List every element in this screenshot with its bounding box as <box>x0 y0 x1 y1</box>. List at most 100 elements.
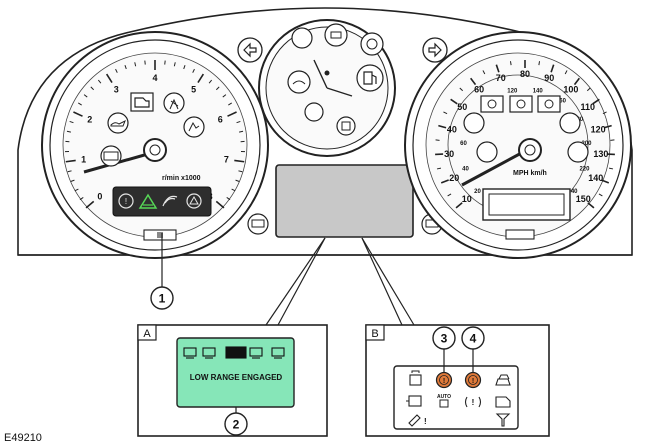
panel-b-label-box <box>365 324 385 341</box>
speedometer-mph-label: 30 <box>444 149 454 159</box>
tachometer-tick <box>227 111 237 117</box>
speedometer-tick-minor <box>482 70 486 75</box>
svg-text:AUTO: AUTO <box>437 394 451 400</box>
panel-b-letter: B <box>371 328 378 340</box>
tachometer-tick-minor <box>74 188 79 192</box>
washer-icon: ! <box>408 414 427 427</box>
svg-text:!: ! <box>424 417 427 426</box>
speedometer-kmh-label: 160 <box>556 98 567 104</box>
svg-text:3: 3 <box>441 332 448 346</box>
engine-warning-icon <box>130 92 154 112</box>
speedometer-tick <box>573 77 580 86</box>
speedometer-mph-label: 140 <box>588 173 603 183</box>
ice-icon <box>495 374 511 386</box>
trip-reset-button <box>505 229 535 240</box>
tachometer-ticks <box>65 60 245 209</box>
tachometer-tick <box>73 111 83 117</box>
speedometer-mph-label: 10 <box>462 194 472 204</box>
speedometer-tick <box>455 202 463 209</box>
tachometer-tick-minor <box>83 94 88 98</box>
speedometer-kmh-label: 140 <box>533 88 544 94</box>
callout-4: 4 <box>461 326 485 350</box>
speedometer-tick-minor <box>436 167 442 170</box>
tachometer-tick-minor <box>79 197 84 201</box>
svg-text:4: 4 <box>470 332 477 346</box>
speedometer-kmh-label: 120 <box>507 88 518 94</box>
tachometer-tick-minor <box>90 86 95 91</box>
speedometer-kmh-label: 20 <box>474 189 481 195</box>
tachometer-tick-label: 4 <box>152 73 157 83</box>
speedometer-tick-minor <box>598 193 603 197</box>
speedometer-tick <box>450 98 458 105</box>
tachometer-tick-label: 2 <box>87 115 92 125</box>
speedometer-tick-minor <box>459 87 464 92</box>
temp-needle <box>313 59 328 89</box>
panel-a: A LOW RANGE ENGAGED 2 <box>137 324 328 437</box>
tachometer-tick-minor <box>231 188 236 192</box>
speedometer-kmh-label: 40 <box>462 166 469 172</box>
speedometer-tick-minor <box>564 70 568 75</box>
centre-gauge-icons <box>287 23 384 136</box>
speedometer-tick-minor <box>602 111 607 115</box>
speedometer-mph-label: 70 <box>496 73 506 83</box>
traction-icon <box>162 195 178 207</box>
tachometer-tick-minor <box>235 179 240 182</box>
speedometer-mph-label: 100 <box>563 84 578 94</box>
speedometer-tick <box>592 98 600 105</box>
svg-text:!: ! <box>443 378 445 385</box>
warning-4-icon: ! <box>464 371 482 389</box>
tachometer-tick <box>215 200 225 209</box>
tachometer-tick-minor <box>124 64 127 70</box>
speedometer-tick-minor <box>447 193 452 197</box>
tachometer-unit-label: r/min x1000 <box>162 175 201 182</box>
tachometer-tick-minor <box>222 94 227 98</box>
panel-b: B 3 4 ! ! <box>365 324 550 437</box>
tachometer-tick-minor <box>236 120 241 124</box>
speedometer-mph-label: 90 <box>544 73 554 83</box>
battery-icon <box>100 145 122 167</box>
tachometer-tick <box>85 200 95 209</box>
speedometer-needle <box>461 148 528 187</box>
speedometer-ticks <box>435 60 615 209</box>
svg-text:1: 1 <box>159 292 166 306</box>
speedometer-tick-minor <box>509 61 512 66</box>
svg-text:!: ! <box>125 197 127 206</box>
hill-descent-icon <box>138 193 158 209</box>
tachometer-tick-minor <box>192 68 195 73</box>
speedometer-mph-label: 150 <box>576 194 591 204</box>
callout-1: 1 <box>150 286 174 310</box>
speedometer-tick <box>601 179 610 184</box>
svg-text:!: ! <box>472 378 474 385</box>
airbag-icon <box>183 116 205 138</box>
speedometer-mph-label: 50 <box>457 102 467 112</box>
oil-pressure-icon <box>107 112 129 134</box>
speedometer-tick <box>438 124 447 129</box>
tachometer-tick-minor <box>208 79 213 84</box>
central-message-display <box>275 164 414 238</box>
callout-3: 3 <box>432 326 456 350</box>
speedometer-tick-minor <box>608 167 614 170</box>
speedometer-kmh-label: 220 <box>579 166 590 172</box>
tachometer-tick-minor <box>239 130 244 133</box>
seat-belt-icon <box>409 370 422 386</box>
tachometer-tick-minor <box>134 62 137 67</box>
speedometer-tick <box>495 64 500 73</box>
tachometer-tick <box>234 159 245 163</box>
park-brake-icon: ! <box>118 193 134 209</box>
boot-icon <box>495 396 511 408</box>
leader-lines <box>161 233 415 326</box>
tachometer-tick-minor <box>69 120 74 124</box>
seatbelt-icon <box>163 92 185 114</box>
tachometer-tick-minor <box>183 64 186 70</box>
tachometer-tick-minor <box>67 170 72 173</box>
speedometer-mph-label: 60 <box>474 84 484 94</box>
speedometer-tick-minor <box>443 111 448 115</box>
fuel-icon <box>495 413 511 427</box>
tachometer-tick <box>65 159 76 163</box>
warning-3-icon: ! <box>435 371 453 389</box>
panel-a-label-box <box>137 324 157 341</box>
speedometer-tick <box>550 64 555 73</box>
tyre-pressure-icon: ! <box>464 396 482 408</box>
